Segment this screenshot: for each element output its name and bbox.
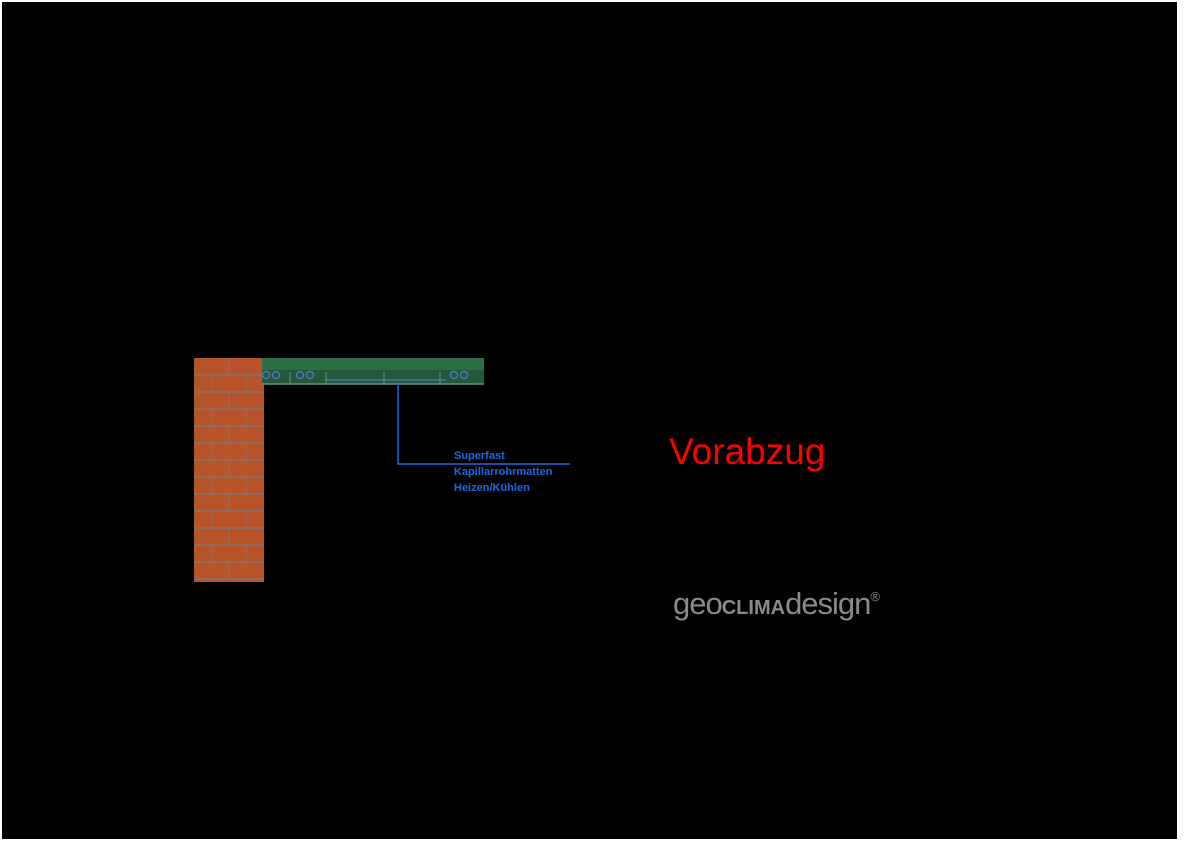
- company-logo: geoCLIMAdesign®: [673, 586, 880, 621]
- logo-registered-mark: ®: [870, 589, 880, 604]
- logo-part-geo: geo: [673, 586, 722, 621]
- brick-wall: [194, 358, 264, 582]
- callout-label-line-3: Heizen/Kühlen: [454, 482, 530, 494]
- pipe-section: [449, 370, 459, 380]
- callout-label-line-1: Superfast: [454, 450, 505, 462]
- floor-slab: [261, 358, 484, 385]
- pipe-section: [271, 370, 281, 380]
- pipe-section: [295, 370, 305, 380]
- pipe-section: [261, 370, 271, 380]
- preliminary-stamp: Vorabzug: [669, 431, 825, 472]
- logo-part-clima: CLIMA: [722, 597, 785, 619]
- pipe-section: [305, 370, 315, 380]
- logo-part-design: design: [785, 586, 870, 621]
- pipe-section: [459, 370, 469, 380]
- callout-leader: [397, 384, 570, 465]
- callout-label-line-2: Kapillarrohrmatten: [454, 466, 553, 478]
